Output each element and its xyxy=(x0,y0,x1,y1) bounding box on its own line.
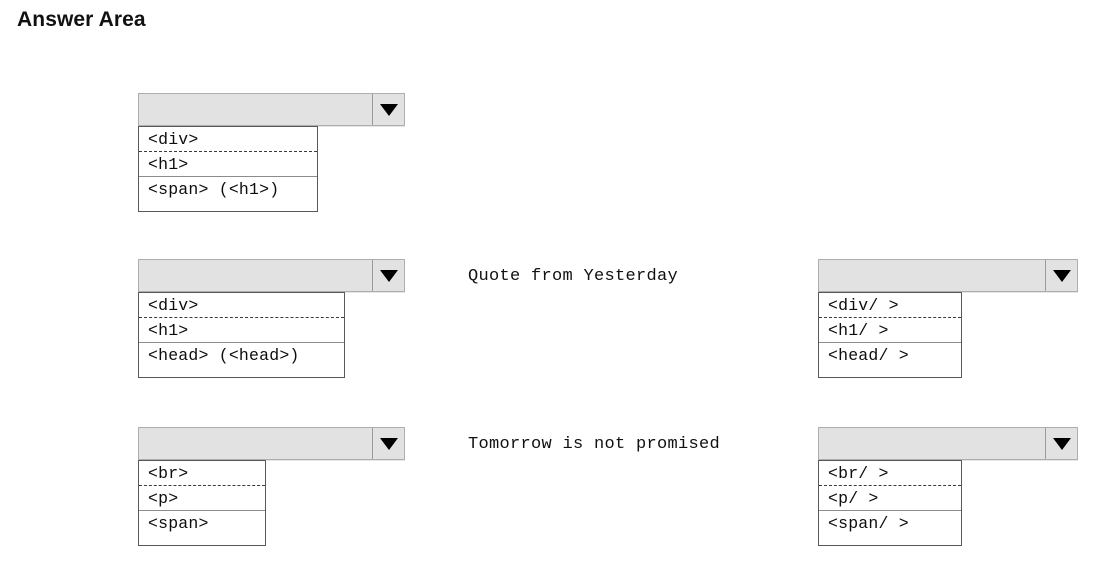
dropdown-4[interactable]: <br> <p> <span> xyxy=(138,427,405,546)
chevron-down-glyph xyxy=(379,437,398,450)
dropdown-3-selected-value xyxy=(819,260,1045,291)
dropdown-1-option-list[interactable]: <div> <h1> <span> (<h1>) xyxy=(138,126,318,212)
chevron-down-glyph xyxy=(1052,437,1071,450)
dropdown-2-option-3[interactable] xyxy=(139,368,344,393)
dropdown-4-option-1[interactable]: <p> xyxy=(139,486,265,511)
dropdown-4-option-2[interactable]: <span> xyxy=(148,514,209,533)
dropdown-2-option-0[interactable]: <div> xyxy=(139,293,344,318)
dropdown-4-option-list[interactable]: <br> <p> <span> xyxy=(138,460,266,546)
dropdown-1-option-3[interactable] xyxy=(139,202,317,227)
chevron-down-icon[interactable] xyxy=(372,94,404,125)
chevron-down-icon[interactable] xyxy=(1045,428,1077,459)
dropdown-5-select[interactable] xyxy=(818,427,1078,460)
dropdown-1-selected-value xyxy=(139,94,372,125)
dropdown-4-selected-value xyxy=(139,428,372,459)
dropdown-5-option-1[interactable]: <p/ > xyxy=(819,486,961,511)
chevron-down-icon[interactable] xyxy=(1045,260,1077,291)
dropdown-3-option-2[interactable]: <head/ > xyxy=(828,346,909,365)
dropdown-2[interactable]: <div> <h1> <head> (<head>) xyxy=(138,259,405,378)
page-title: Answer Area xyxy=(17,8,146,31)
dropdown-1-option-0[interactable]: <div> xyxy=(139,127,317,152)
dropdown-5-selected-value xyxy=(819,428,1045,459)
dropdown-3-select[interactable] xyxy=(818,259,1078,292)
dropdown-3-option-0[interactable]: <div/ > xyxy=(819,293,961,318)
dropdown-4-option-0[interactable]: <br> xyxy=(139,461,265,486)
chevron-down-icon[interactable] xyxy=(372,428,404,459)
dropdown-5[interactable]: <br/ > <p/ > <span/ > xyxy=(818,427,1078,546)
sentence-quote-from-yesterday: Quote from Yesterday xyxy=(468,267,679,286)
dropdown-3-option-list[interactable]: <div/ > <h1/ > <head/ > xyxy=(818,292,962,378)
dropdown-2-option-2[interactable]: <head> (<head>) xyxy=(148,346,300,365)
dropdown-5-option-0[interactable]: <br/ > xyxy=(819,461,961,486)
chevron-down-glyph xyxy=(379,269,398,282)
dropdown-2-select[interactable] xyxy=(138,259,405,292)
dropdown-4-option-3[interactable] xyxy=(139,536,265,561)
dropdown-3-option-3[interactable] xyxy=(819,368,961,393)
dropdown-2-selected-value xyxy=(139,260,372,291)
chevron-down-glyph xyxy=(1052,269,1071,282)
dropdown-3-option-1[interactable]: <h1/ > xyxy=(819,318,961,343)
dropdown-2-option-list[interactable]: <div> <h1> <head> (<head>) xyxy=(138,292,345,378)
dropdown-5-option-2[interactable]: <span/ > xyxy=(828,514,909,533)
dropdown-5-option-3[interactable] xyxy=(819,536,961,561)
dropdown-1-option-1[interactable]: <h1> xyxy=(139,152,317,177)
dropdown-3[interactable]: <div/ > <h1/ > <head/ > xyxy=(818,259,1078,378)
dropdown-2-option-1[interactable]: <h1> xyxy=(139,318,344,343)
chevron-down-glyph xyxy=(379,103,398,116)
dropdown-1-option-2[interactable]: <span> (<h1>) xyxy=(148,180,280,199)
dropdown-1[interactable]: <div> <h1> <span> (<h1>) xyxy=(138,93,405,212)
sentence-tomorrow-is-not-promised: Tomorrow is not promised xyxy=(468,435,721,454)
dropdown-1-select[interactable] xyxy=(138,93,405,126)
dropdown-4-select[interactable] xyxy=(138,427,405,460)
chevron-down-icon[interactable] xyxy=(372,260,404,291)
dropdown-5-option-list[interactable]: <br/ > <p/ > <span/ > xyxy=(818,460,962,546)
